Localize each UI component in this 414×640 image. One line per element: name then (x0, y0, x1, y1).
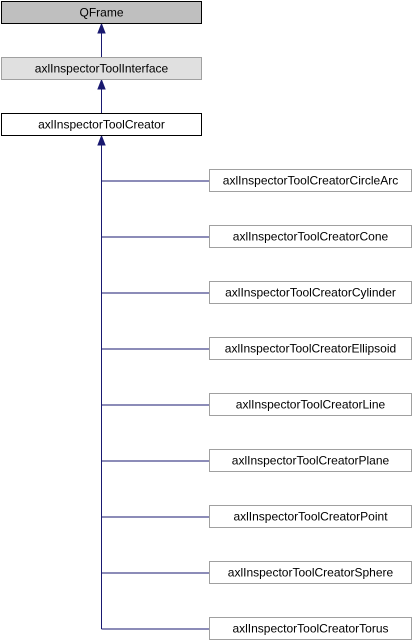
class-box (209, 561, 412, 584)
class-label: axlInspectorToolCreator (38, 118, 165, 132)
class-node-line[interactable]: axlInspectorToolCreatorLine (209, 393, 412, 416)
class-box (209, 449, 412, 472)
class-label: axlInspectorToolCreatorEllipsoid (225, 342, 396, 356)
class-label: axlInspectorToolCreatorPoint (233, 510, 388, 524)
class-node-sphere[interactable]: axlInspectorToolCreatorSphere (209, 561, 412, 584)
class-node-point[interactable]: axlInspectorToolCreatorPoint (209, 505, 412, 528)
class-box (1, 57, 202, 80)
class-label: axlInspectorToolCreatorCircleArc (223, 174, 398, 188)
class-label: axlInspectorToolCreatorCylinder (225, 286, 396, 300)
class-label: axlInspectorToolCreatorPlane (232, 454, 390, 468)
edges-layer (97, 22, 209, 630)
class-label: axlInspectorToolCreatorCone (233, 230, 389, 244)
arrowhead-qframe (97, 22, 106, 34)
class-box (1, 113, 202, 136)
class-node-plane[interactable]: axlInspectorToolCreatorPlane (209, 449, 412, 472)
class-box (209, 169, 412, 192)
class-box (209, 393, 412, 416)
class-label: axlInspectorToolCreatorTorus (232, 622, 388, 636)
class-node-creator: axlInspectorToolCreator (1, 113, 202, 136)
class-box (209, 225, 412, 248)
class-box (1, 1, 202, 24)
class-label: axlInspectorToolCreatorLine (236, 398, 386, 412)
class-node-interface[interactable]: axlInspectorToolInterface (1, 57, 202, 80)
class-node-ellipsoid[interactable]: axlInspectorToolCreatorEllipsoid (209, 337, 412, 360)
class-box (209, 505, 412, 528)
class-node-cylinder[interactable]: axlInspectorToolCreatorCylinder (209, 281, 412, 304)
class-box (209, 281, 412, 304)
class-node-torus[interactable]: axlInspectorToolCreatorTorus (209, 617, 412, 640)
class-node-qframe[interactable]: QFrame (1, 1, 202, 24)
arrowhead-interface (97, 78, 106, 90)
class-box (209, 337, 412, 360)
class-label: QFrame (79, 6, 123, 20)
class-label: axlInspectorToolCreatorSphere (228, 566, 394, 580)
arrowhead-creator (97, 134, 106, 146)
class-node-circlearc[interactable]: axlInspectorToolCreatorCircleArc (209, 169, 412, 192)
class-node-cone[interactable]: axlInspectorToolCreatorCone (209, 225, 412, 248)
class-label: axlInspectorToolInterface (35, 62, 169, 76)
